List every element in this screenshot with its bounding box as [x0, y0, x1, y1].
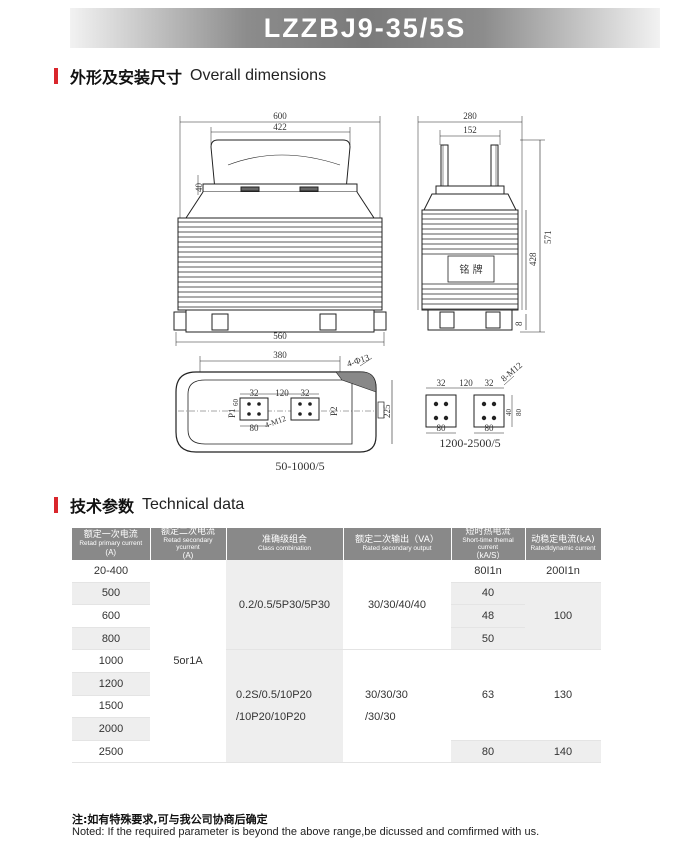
cell-thermal: 80 — [451, 740, 525, 764]
header-dynamic-current: 动稳定电流(kA)Ratedldynamic current — [525, 528, 602, 560]
cell-primary: 2000 — [72, 717, 150, 741]
table-row: 800 50 — [72, 627, 601, 651]
section-title-zh: 技术参数 — [70, 497, 135, 516]
table-row: 1200 — [72, 672, 601, 696]
dimension-drawing: 600 422 40 560 280 152 571 428 8 铭 牌 380… — [173, 111, 553, 473]
dim-side-571: 571 — [543, 231, 553, 245]
cell-output-a: 30/30/40/40 — [343, 560, 451, 651]
dimension-labels: 600 422 40 560 280 152 571 428 8 铭 牌 380… — [194, 111, 553, 473]
cell-dynamic: 100 — [525, 582, 601, 651]
cell-primary: 600 — [72, 604, 150, 628]
dim-plan-80: 80 — [250, 423, 260, 433]
section-marker — [54, 497, 58, 513]
table-row: 2500 80 140 — [72, 740, 601, 764]
dim-term-80b: 80 — [485, 423, 495, 433]
dim-term-bolt: 8-M12 — [499, 360, 524, 383]
cell-primary: 1000 — [72, 649, 150, 673]
cell-dynamic: 200I1n — [525, 560, 601, 583]
dim-front-422: 422 — [273, 122, 287, 132]
dim-front-40: 40 — [194, 183, 204, 193]
cell-thermal: 50 — [451, 627, 525, 651]
front-view — [173, 116, 387, 346]
dim-plan-225: 225 — [382, 404, 392, 418]
dim-plan-hole: 4-Φ13 — [346, 352, 372, 369]
note-zh: 注:如有特殊要求,可与我公司协商后确定 — [72, 813, 268, 826]
dim-plan-380: 380 — [273, 350, 287, 360]
cell-primary: 800 — [72, 627, 150, 651]
table-row: 600 48 — [72, 604, 601, 628]
dim-front-560: 560 — [273, 331, 287, 341]
section-title-en: Technical data — [142, 496, 245, 513]
dim-term-80a: 80 — [437, 423, 447, 433]
section-header-technical: 技术参数 Technical data — [54, 495, 245, 516]
dim-side-428: 428 — [528, 252, 538, 266]
range-label-a: 50-1000/5 — [275, 459, 324, 473]
title-bar: LZZBJ9-35/5S — [70, 8, 660, 48]
dim-side-280: 280 — [463, 111, 477, 121]
dim-term-40: 40 — [505, 409, 513, 417]
terminal-view — [425, 375, 515, 434]
cell-dynamic: 140 — [525, 740, 601, 764]
range-label-b: 1200-2500/5 — [439, 436, 500, 450]
table-row: 2000 — [72, 717, 601, 741]
side-view — [417, 116, 545, 333]
dim-plan-32a: 32 — [250, 388, 259, 398]
label-p1: P1 — [227, 408, 237, 418]
cell-primary: 2500 — [72, 740, 150, 764]
dim-term-120: 120 — [459, 378, 473, 388]
dim-term-80v: 80 — [515, 409, 523, 417]
cell-primary: 20-400 — [72, 560, 150, 583]
dim-side-8: 8 — [514, 321, 524, 326]
dim-plan-60: 60 — [232, 399, 240, 407]
cell-secondary: 5or1A — [150, 560, 226, 764]
cell-primary: 1500 — [72, 695, 150, 719]
dim-plan-120: 120 — [275, 388, 289, 398]
plan-view — [175, 356, 393, 453]
cell-primary: 500 — [72, 582, 150, 606]
table-row: 1500 — [72, 695, 601, 719]
section-marker — [54, 68, 58, 84]
table-row: 1000 0.2S/0.5/10P20/10P20/10P20 30/30/30… — [72, 649, 601, 764]
section-title-en: Overall dimensions — [190, 67, 327, 84]
dim-side-152: 152 — [463, 125, 477, 135]
table-row: 20-400 5or1A 0.2/0.5/5P30/5P30 30/30/40/… — [72, 560, 601, 764]
cell-thermal: 80I1n — [451, 560, 525, 583]
nameplate-label: 铭 牌 — [459, 263, 482, 276]
cell-output-b: 30/30/30/30/30 — [343, 649, 451, 764]
cell-dynamic: 130 — [525, 649, 601, 741]
product-title: LZZBJ9-35/5S — [263, 12, 467, 43]
header-secondary-output: 额定二次输出（VA）Rated secondary output — [343, 528, 452, 560]
cell-thermal: 48 — [451, 604, 525, 628]
cell-primary: 1200 — [72, 672, 150, 696]
table-row: 500 40 100 — [72, 582, 601, 651]
dim-term-32a: 32 — [437, 378, 446, 388]
dim-term-32b: 32 — [485, 378, 494, 388]
dim-front-600: 600 — [273, 111, 287, 121]
label-p2: P2 — [329, 406, 339, 416]
section-title-zh: 外形及安装尺寸 — [70, 68, 183, 87]
cell-thermal: 40 — [451, 582, 525, 606]
dim-plan-32b: 32 — [301, 388, 310, 398]
note-en: Noted: If the required parameter is beyo… — [72, 826, 540, 838]
cell-class-a: 0.2/0.5/5P30/5P30 — [226, 560, 343, 651]
section-header-dimensions: 外形及安装尺寸 Overall dimensions — [54, 66, 327, 87]
cell-class-b: 0.2S/0.5/10P20/10P20/10P20 — [226, 649, 343, 764]
cell-thermal: 63 — [451, 649, 525, 741]
